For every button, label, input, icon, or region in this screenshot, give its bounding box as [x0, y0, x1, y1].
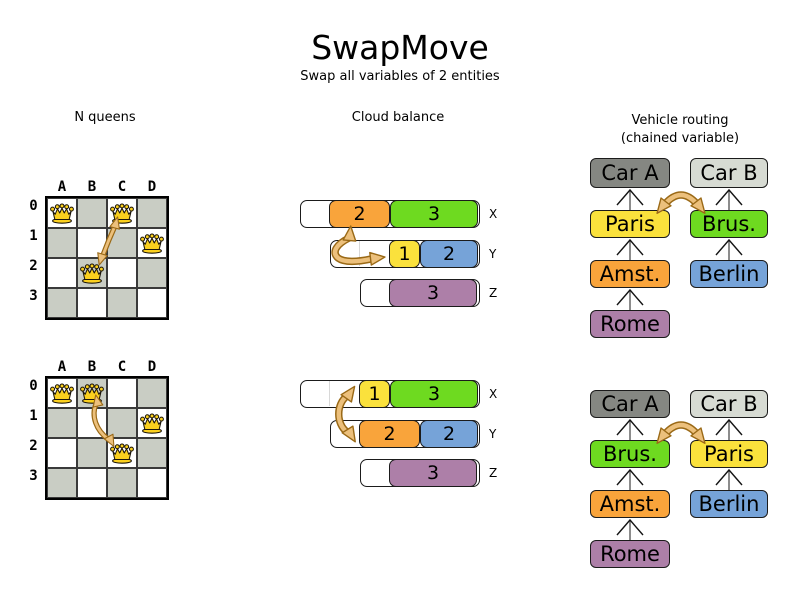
board-cell: [47, 408, 77, 438]
board-cell: [47, 258, 77, 288]
board-cell: [137, 198, 167, 228]
row-label: 2: [29, 438, 38, 454]
vrp-header-line1: Vehicle routing: [631, 113, 729, 128]
vehicle-box-car-a: Car A: [590, 390, 670, 418]
visit-box: Rome: [590, 540, 670, 568]
queen-icon: [139, 232, 165, 254]
cloud-process-block: 3: [390, 199, 478, 228]
queen-icon: [139, 412, 165, 434]
cloud-row-label: Z: [489, 466, 498, 480]
cloud-process-block: 3: [389, 278, 477, 307]
board-cell: [77, 408, 107, 438]
row-label: 3: [29, 288, 38, 304]
vehicle-box-car-b: Car B: [690, 158, 768, 188]
cloud-process-block: 1: [359, 379, 390, 408]
board-cell: [107, 468, 137, 498]
cloud-computer-row-x-after: 1 3: [300, 379, 480, 408]
queen-icon: [109, 202, 135, 224]
column-label: A: [57, 359, 67, 375]
column-label: B: [87, 179, 97, 195]
cloud-process-block: 3: [389, 458, 477, 487]
page-subtitle: Swap all variables of 2 entities: [300, 69, 500, 84]
board-cell: [137, 378, 167, 408]
queen-icon: [49, 382, 75, 404]
cloud-computer-row-z-before: 3: [360, 278, 480, 307]
row-label: 2: [29, 258, 38, 274]
board-cell: [107, 228, 137, 258]
chain-link-arrows: [616, 188, 743, 540]
queen-icon: [109, 442, 135, 464]
board-cell: [137, 438, 167, 468]
vrp-header: Vehicle routing (chained variable): [580, 112, 780, 148]
board-cell: [47, 438, 77, 468]
visit-box: Amst.: [590, 260, 670, 288]
cloud-computer-row-y-before: 1 2: [330, 239, 480, 268]
board-cell: [77, 228, 107, 258]
board-cell: [107, 408, 137, 438]
cloud-computer-row-y-after: 2 2: [330, 419, 480, 448]
queen-icon: [49, 202, 75, 224]
cloud-row-label: Y: [489, 247, 497, 261]
column-label: D: [147, 179, 157, 195]
cloud-row-label: Y: [489, 427, 497, 441]
column-label: C: [117, 179, 127, 195]
page-title: SwapMove: [311, 28, 489, 67]
row-label: 0: [29, 198, 38, 214]
column-label: C: [117, 359, 127, 375]
nqueens-board-before: A B C D 0 1 2 3: [29, 179, 169, 320]
capacity-divider: [359, 241, 360, 266]
row-label: 3: [29, 468, 38, 484]
vehicle-box-car-a: Car A: [590, 158, 670, 188]
cloud-process-block: 2: [359, 419, 420, 448]
column-label: B: [87, 359, 97, 375]
row-label: 0: [29, 378, 38, 394]
queen-icon: [79, 382, 105, 404]
visit-box: Rome: [590, 310, 670, 338]
board-cell: [107, 378, 137, 408]
nqueens-board-after: A B C D 0 1 2 3: [29, 359, 169, 500]
column-label: A: [57, 179, 67, 195]
cloud-header: Cloud balance: [351, 110, 445, 125]
vrp-header-line2: (chained variable): [620, 131, 740, 146]
queen-icon: [79, 262, 105, 284]
cloud-process-block: 2: [329, 199, 390, 228]
cloud-process-block: 1: [389, 239, 420, 268]
visit-box: Berlin: [690, 260, 768, 288]
board-cell: [137, 288, 167, 318]
visit-box: Paris: [590, 210, 670, 238]
cloud-row-label: Z: [489, 286, 498, 300]
board-cell: [137, 258, 167, 288]
visit-box: Paris: [690, 440, 768, 468]
visit-box: Brus.: [690, 210, 768, 238]
cloud-computer-row-z-after: 3: [360, 458, 480, 487]
cloud-row-label: X: [489, 387, 498, 401]
board-cell: [137, 468, 167, 498]
board-cell: [77, 438, 107, 468]
board-cell: [47, 288, 77, 318]
cloud-process-block: 3: [390, 379, 478, 408]
board-cell: [77, 468, 107, 498]
cloud-row-label: X: [489, 207, 498, 221]
vehicle-box-car-b: Car B: [690, 390, 768, 418]
board-cell: [107, 288, 137, 318]
nqueens-header: N queens: [74, 110, 136, 125]
board-cell: [107, 258, 137, 288]
capacity-divider: [329, 381, 330, 406]
visit-box: Amst.: [590, 490, 670, 518]
visit-box: Brus.: [590, 440, 670, 468]
row-label: 1: [29, 228, 38, 244]
row-label: 1: [29, 408, 38, 424]
cloud-computer-row-x-before: 2 3: [300, 199, 480, 228]
column-label: D: [147, 359, 157, 375]
visit-box: Berlin: [690, 490, 768, 518]
cloud-process-block: 2: [420, 239, 478, 268]
board-cell: [47, 228, 77, 258]
cloud-process-block: 2: [420, 419, 478, 448]
board-cell: [47, 468, 77, 498]
board-cell: [77, 198, 107, 228]
board-cell: [77, 288, 107, 318]
